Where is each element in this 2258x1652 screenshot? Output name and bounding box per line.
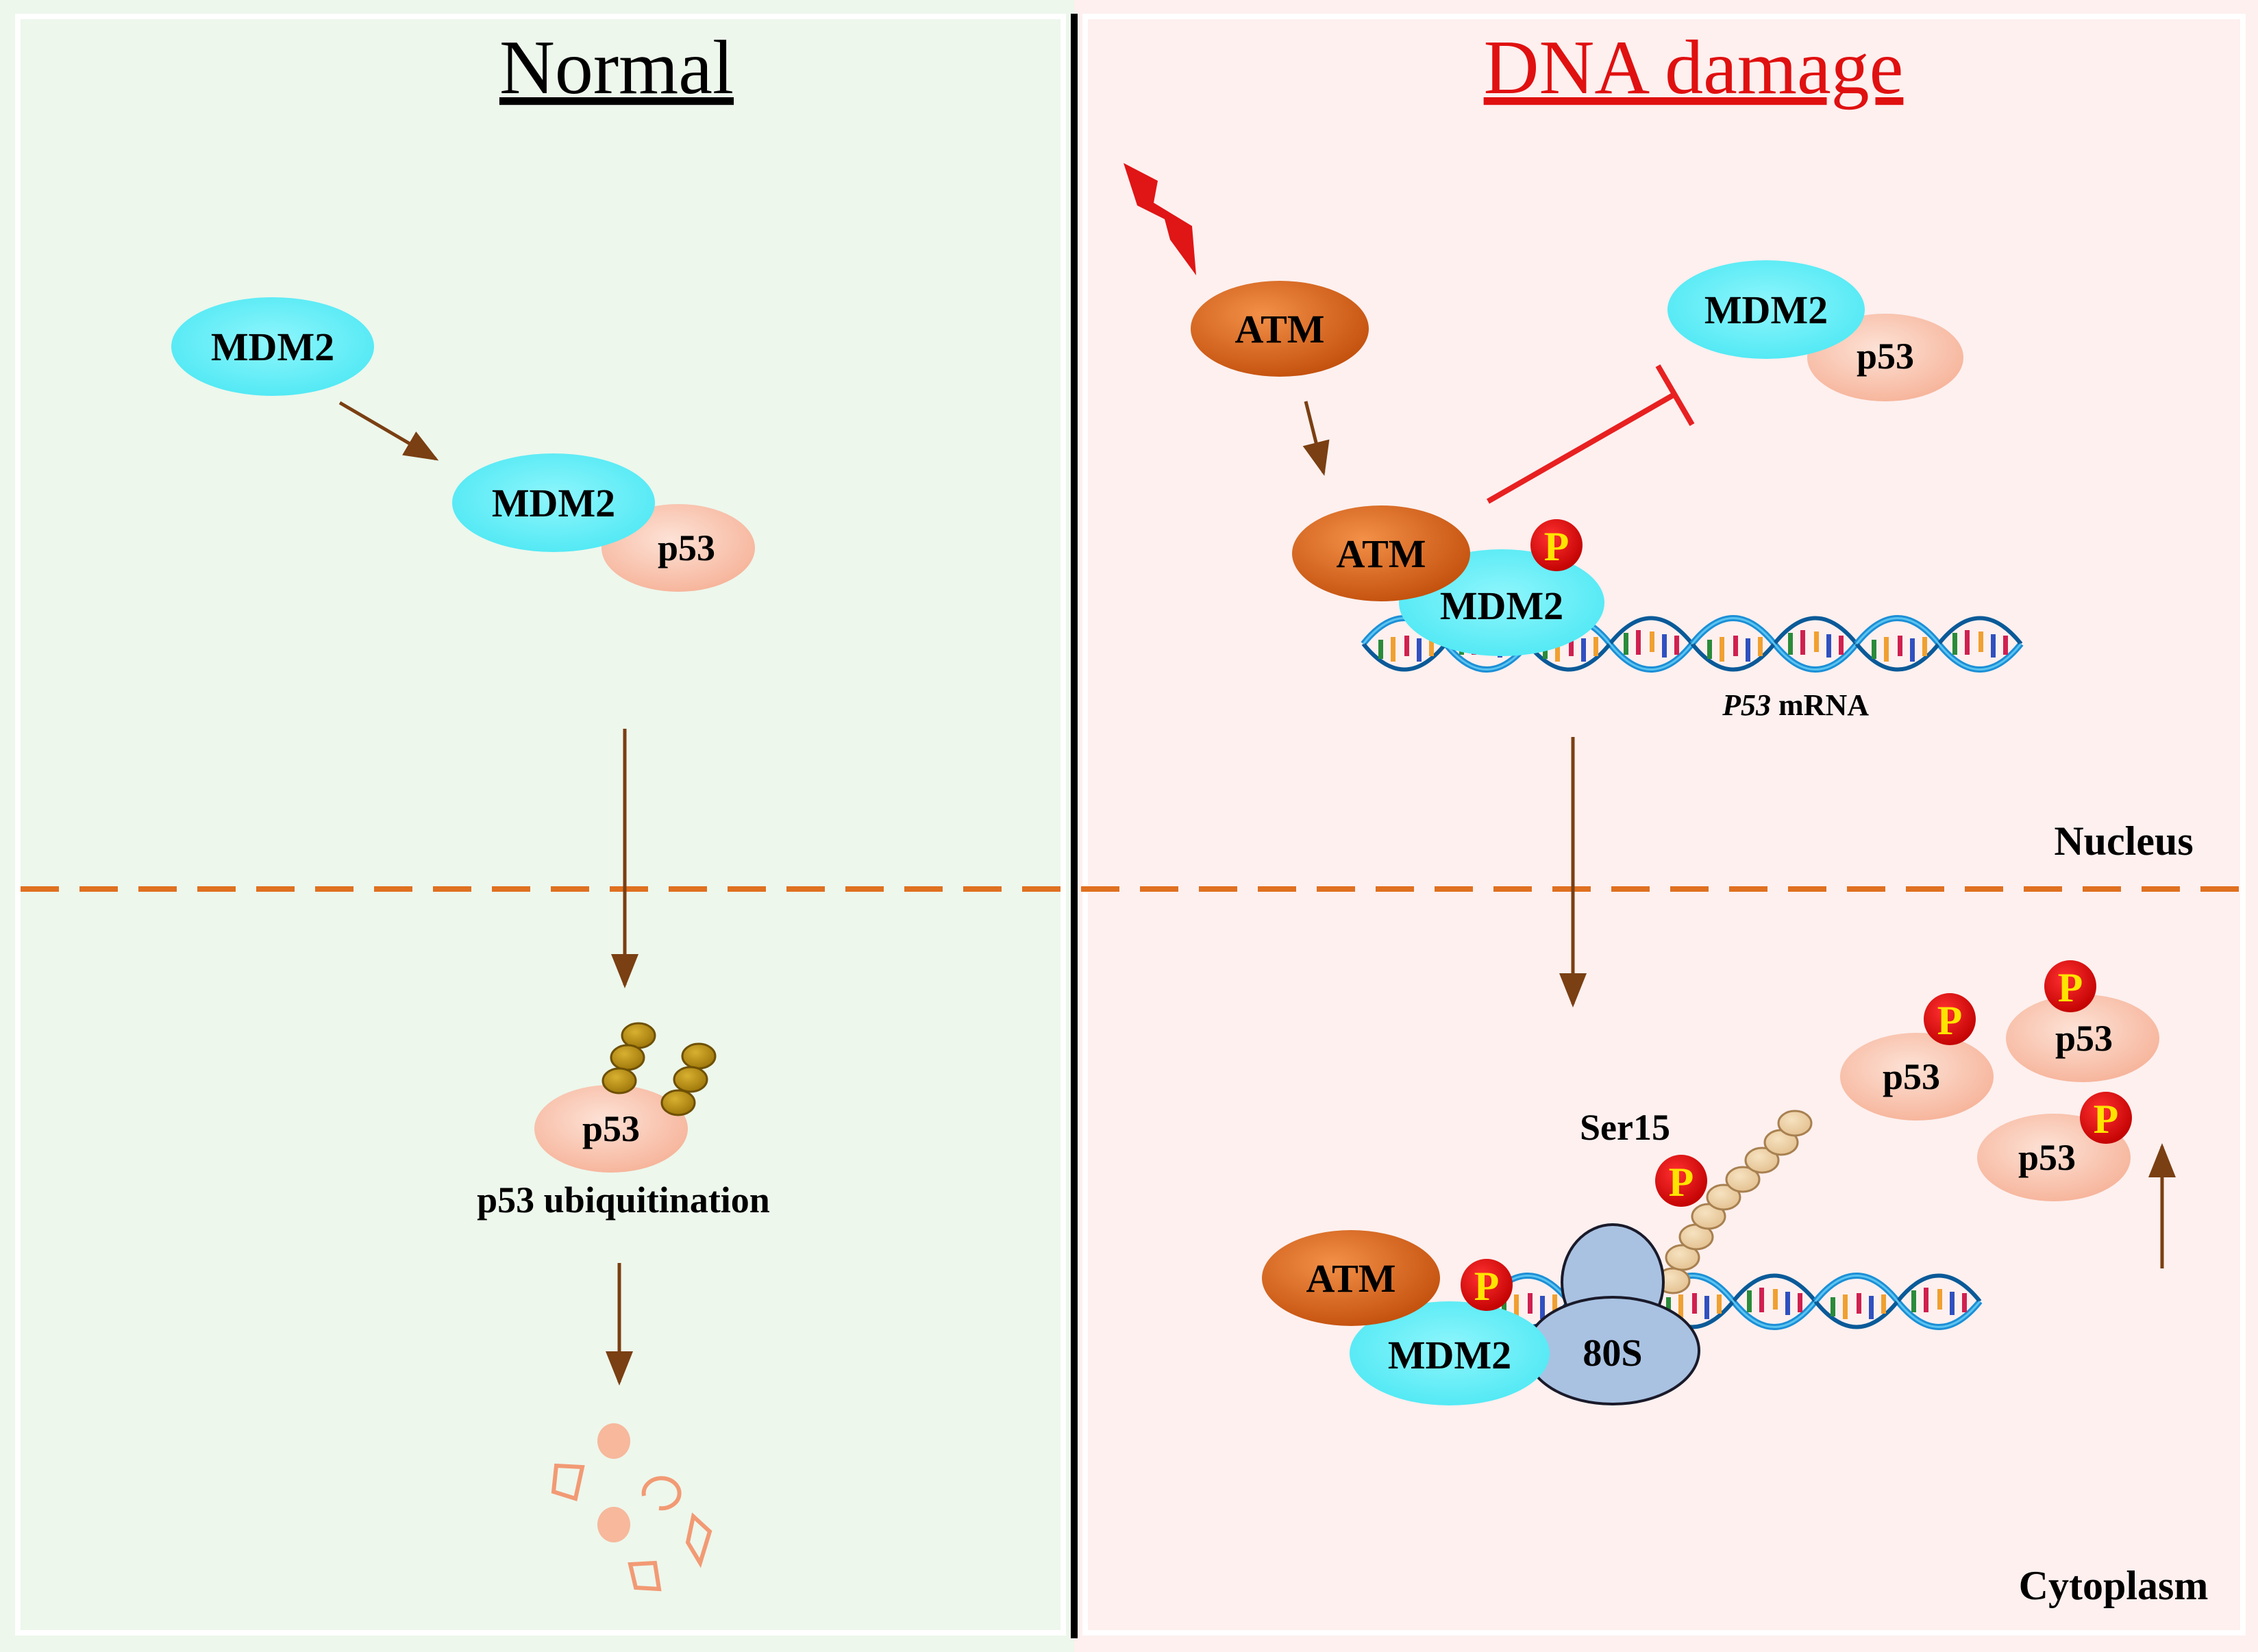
mdm2-label: MDM2 [492, 481, 615, 525]
ubiquitination-label: p53 ubiquitination [477, 1179, 770, 1221]
activation-arrow [1302, 401, 1330, 476]
left-panel-border [15, 14, 1066, 1636]
phospho-p53-2: p53 P [2006, 960, 2159, 1082]
mdm2-p53-complex: p53 MDM2 [452, 453, 755, 592]
mdm2-p53-complex-inhibited: p53 MDM2 [1667, 260, 1963, 401]
phosphate-icon: P [1530, 519, 1583, 571]
left-panel-title: Normal [499, 25, 734, 110]
mrna-suffix: mRNA [1771, 688, 1869, 722]
atm-mdm2-ribosome-complex: MDM2 ATM P [1262, 1230, 1550, 1405]
ribosome-label: 80S [1583, 1332, 1642, 1375]
atm-mdm2-mrna-complex: MDM2 ATM P [1292, 505, 1604, 656]
mdm2-label: MDM2 [1388, 1333, 1511, 1377]
nascent-p53-chain [1655, 1110, 1813, 1294]
ribosome-80s: 80S [1525, 1223, 1700, 1405]
p53-label: p53 [2055, 1018, 2113, 1059]
svg-text:P: P [1544, 524, 1570, 569]
phosphate-icon: P [1461, 1259, 1513, 1311]
inhibition-bar [1487, 364, 1695, 504]
p53-label: p53 [582, 1108, 640, 1149]
p53-label: p53 [658, 527, 715, 568]
mrna-label: P53 mRNA [1722, 688, 1869, 722]
ubiquitinated-p53: p53 [534, 1022, 717, 1173]
p53-label: p53 [1857, 336, 1914, 377]
svg-text:P: P [2094, 1097, 2119, 1142]
svg-text:P: P [1474, 1264, 1500, 1309]
svg-text:P: P [2058, 965, 2083, 1010]
ser15-label: Ser15 [1580, 1107, 1670, 1148]
right-panel-title: DNA damage [1484, 25, 1904, 110]
phospho-p53-3: p53 P [1977, 1092, 2132, 1201]
svg-text:P: P [1669, 1160, 1694, 1205]
mrna-gene-name: P53 [1722, 688, 1771, 722]
cytoplasm-label: Cytoplasm [2019, 1563, 2209, 1608]
nucleus-label: Nucleus [2054, 818, 2193, 864]
ubiquitin-chain [601, 1022, 717, 1116]
phospho-p53-1: p53 P [1840, 993, 1994, 1121]
mdm2-label: MDM2 [1440, 584, 1563, 628]
p53-label: p53 [1883, 1056, 1940, 1097]
p53-label: p53 [2018, 1137, 2076, 1178]
mdm2-label: MDM2 [1704, 288, 1828, 332]
right-panel-border [1082, 14, 2246, 1636]
left-panel-background [0, 0, 1074, 1652]
binding-arrow [338, 401, 439, 461]
atm-label: ATM [1336, 531, 1426, 576]
svg-text:ATM: ATM [1235, 307, 1324, 351]
atm-label: ATM [1306, 1256, 1395, 1301]
dna-damage-lightning-icon [1124, 163, 1196, 275]
svg-text:P: P [1937, 998, 1963, 1043]
svg-text:MDM2: MDM2 [211, 325, 334, 369]
mdm2-free: MDM2 [171, 297, 374, 396]
atm-inactive: ATM [1191, 281, 1369, 377]
ser15-phosphate-icon: P [1655, 1155, 1707, 1207]
degraded-p53-fragments [551, 1423, 712, 1592]
